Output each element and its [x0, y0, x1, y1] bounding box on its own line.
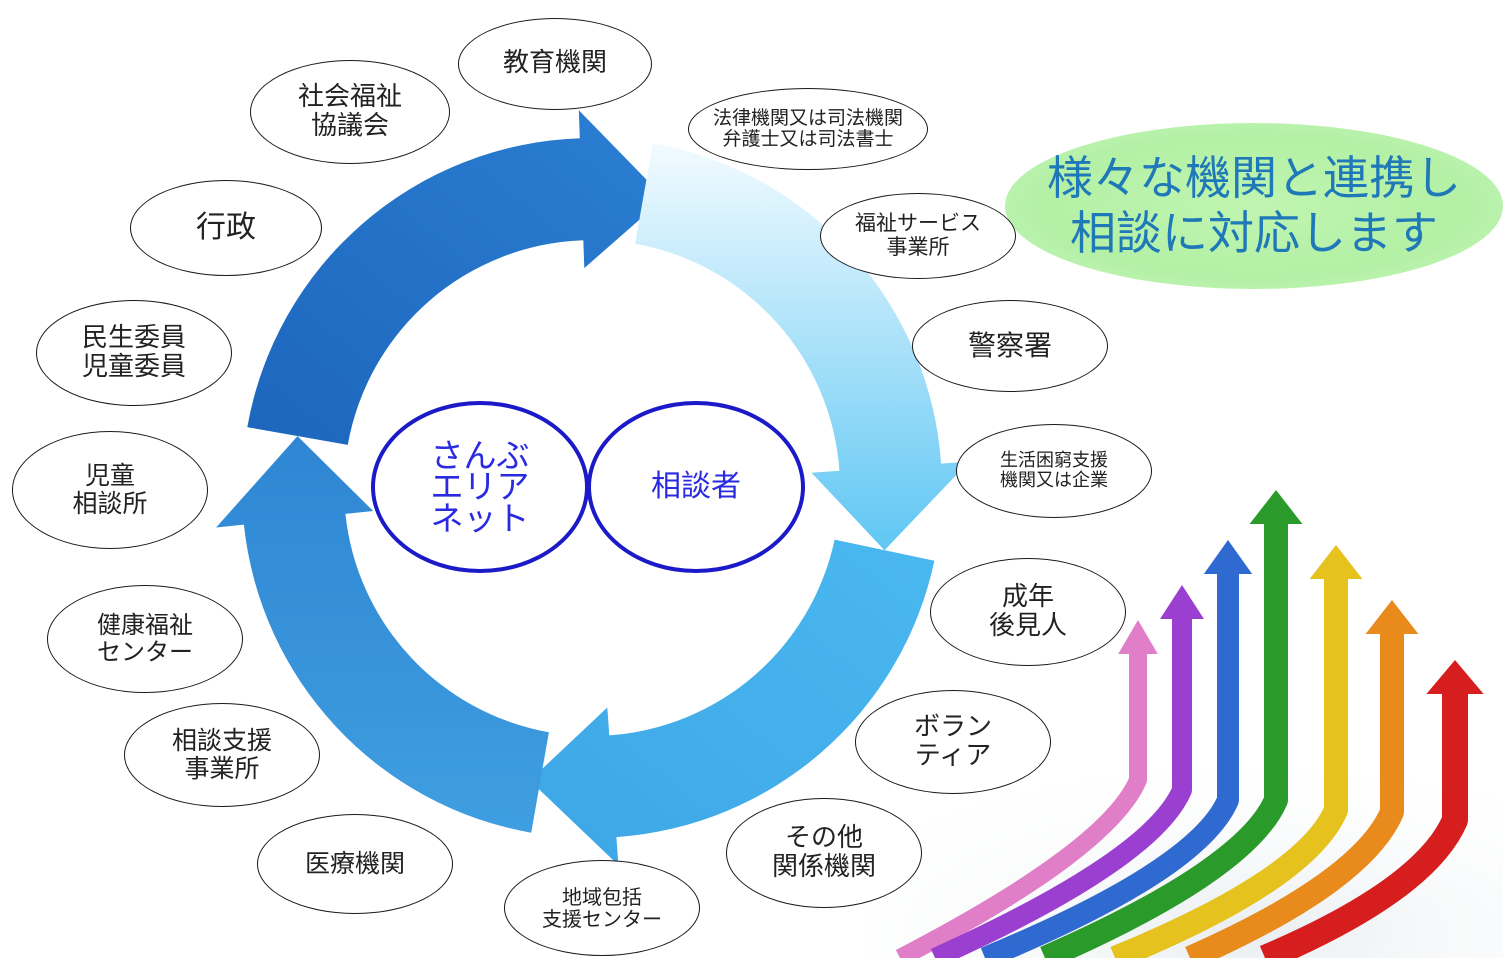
- rising-arrow: [895, 620, 1158, 958]
- rising-arrow: [1110, 545, 1363, 958]
- partner-node-line: 生活困窮支援: [1000, 449, 1108, 471]
- partner-node-line: 支援センター: [542, 907, 662, 931]
- partner-node-line: ティア: [914, 741, 992, 771]
- cycle-arrow-left: [216, 436, 549, 833]
- consultee-circle: 相談者: [587, 401, 805, 573]
- partner-node: 社会福祉協議会: [250, 60, 450, 164]
- partner-node: 相談支援事業所: [124, 703, 320, 807]
- partner-node-line: 後見人: [988, 611, 1067, 641]
- partner-node: 生活困窮支援機関又は企業: [956, 424, 1152, 518]
- cycle-arrow-top: [247, 110, 665, 445]
- rising-arrow: [930, 585, 1204, 958]
- partner-node: 成年後見人: [930, 558, 1126, 666]
- partner-node-line: 相談所: [72, 489, 148, 518]
- partner-node: 警察署: [912, 300, 1108, 392]
- partner-node-line: 行政: [196, 210, 256, 246]
- partner-node: その他関係機関: [726, 798, 922, 908]
- partner-node-line: 協議会: [310, 111, 389, 141]
- partner-node-line: センター: [97, 638, 193, 666]
- partner-node: 行政: [130, 180, 322, 276]
- partner-node: 法律機関又は司法機関弁護士又は司法書士: [688, 88, 928, 170]
- partner-node: 民生委員児童委員: [36, 300, 232, 406]
- partner-node-line: 教育機関: [502, 48, 607, 79]
- partner-node-line: 関係機関: [771, 852, 876, 882]
- partner-node-line: 医療機関: [304, 849, 405, 878]
- partner-node-line: 法律機関又は司法機関: [712, 106, 903, 129]
- tagline-line-2: 相談に対応します: [1070, 206, 1438, 260]
- sanbu-area-net-circle: さんぶ エリア ネット: [371, 401, 589, 573]
- center-left-line-3: ネット: [430, 498, 530, 538]
- partner-node-line: 児童: [84, 461, 135, 490]
- partner-node-line: 相談支援: [171, 726, 272, 755]
- partner-node-line: 福祉サービス: [855, 211, 981, 236]
- partner-node-line: 健康福祉: [97, 611, 193, 640]
- partner-node-line: 社会福祉: [297, 81, 402, 112]
- partner-node-line: ボラン: [913, 711, 992, 742]
- partner-node: 地域包括支援センター: [504, 860, 700, 956]
- cycle-arrow-bottom: [529, 539, 935, 866]
- partner-node-line: 事業所: [184, 754, 260, 783]
- rising-arrow: [980, 540, 1253, 958]
- partner-node: ボランティア: [855, 690, 1051, 794]
- rising-arrows: [870, 490, 1503, 958]
- rising-arrow: [1259, 660, 1484, 958]
- partner-node: 医療機関: [257, 814, 453, 914]
- cycle-arrow-right: [635, 143, 970, 551]
- center-right-label: 相談者: [651, 468, 741, 504]
- partner-node-line: 成年: [1001, 581, 1054, 612]
- partner-node-line: 児童委員: [81, 352, 186, 382]
- partner-node-line: 民生委員: [81, 322, 186, 353]
- partner-node-line: 弁護士又は司法書士: [722, 128, 894, 150]
- tagline-bubble: 様々な機関と連携し 相談に対応します: [1005, 123, 1503, 289]
- cycle-arrows: [216, 110, 970, 866]
- partner-node-line: 機関又は企業: [1000, 470, 1108, 491]
- partner-node: 福祉サービス事業所: [820, 193, 1016, 279]
- partner-node-line: 警察署: [967, 329, 1052, 363]
- tagline-line-1: 様々な機関と連携し: [1047, 150, 1461, 205]
- partner-node: 児童相談所: [12, 431, 208, 549]
- partner-node-line: 地域包括: [562, 884, 642, 909]
- center-left-line-1: さんぶ: [430, 435, 530, 475]
- rising-arrow: [1185, 600, 1419, 958]
- partner-node: 健康福祉センター: [47, 585, 243, 693]
- center-left-line-2: エリア: [430, 467, 530, 507]
- rising-arrow: [1040, 490, 1303, 958]
- partner-node: 教育機関: [458, 18, 652, 110]
- partner-node-line: 事業所: [886, 235, 950, 259]
- partner-node-line: その他: [784, 822, 863, 853]
